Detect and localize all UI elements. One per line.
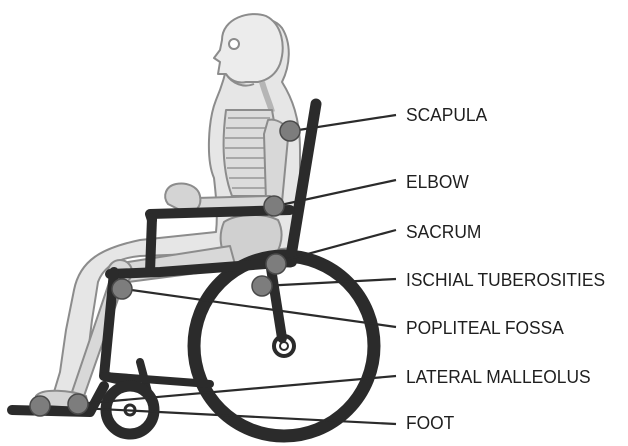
label-scapula: SCAPULA: [406, 104, 487, 126]
marker-scapula: [280, 121, 300, 141]
label-elbow: ELBOW: [406, 171, 469, 193]
leader-line-ischial: [262, 279, 396, 286]
label-foot: FOOT: [406, 412, 454, 434]
label-popliteal-fossa: POPLITEAL FOSSA: [406, 317, 564, 339]
label-ischial-tuberosities: ISCHIAL TUBEROSITIES: [406, 269, 605, 291]
marker-ischial-tuberosities: [252, 276, 272, 296]
eye-socket: [229, 39, 239, 49]
marker-elbow: [264, 196, 284, 216]
armrest-front-post: [150, 218, 152, 272]
label-lateral-malleolus: LATERAL MALLEOLUS: [406, 366, 591, 388]
skull: [214, 14, 283, 82]
marker-popliteal-fossa: [112, 279, 132, 299]
marker-sacrum: [266, 254, 286, 274]
label-sacrum: SACRUM: [406, 221, 481, 243]
marker-foot: [30, 396, 50, 416]
marker-lateral-malleolus: [68, 394, 88, 414]
rear-wheel-axle: [280, 342, 288, 350]
